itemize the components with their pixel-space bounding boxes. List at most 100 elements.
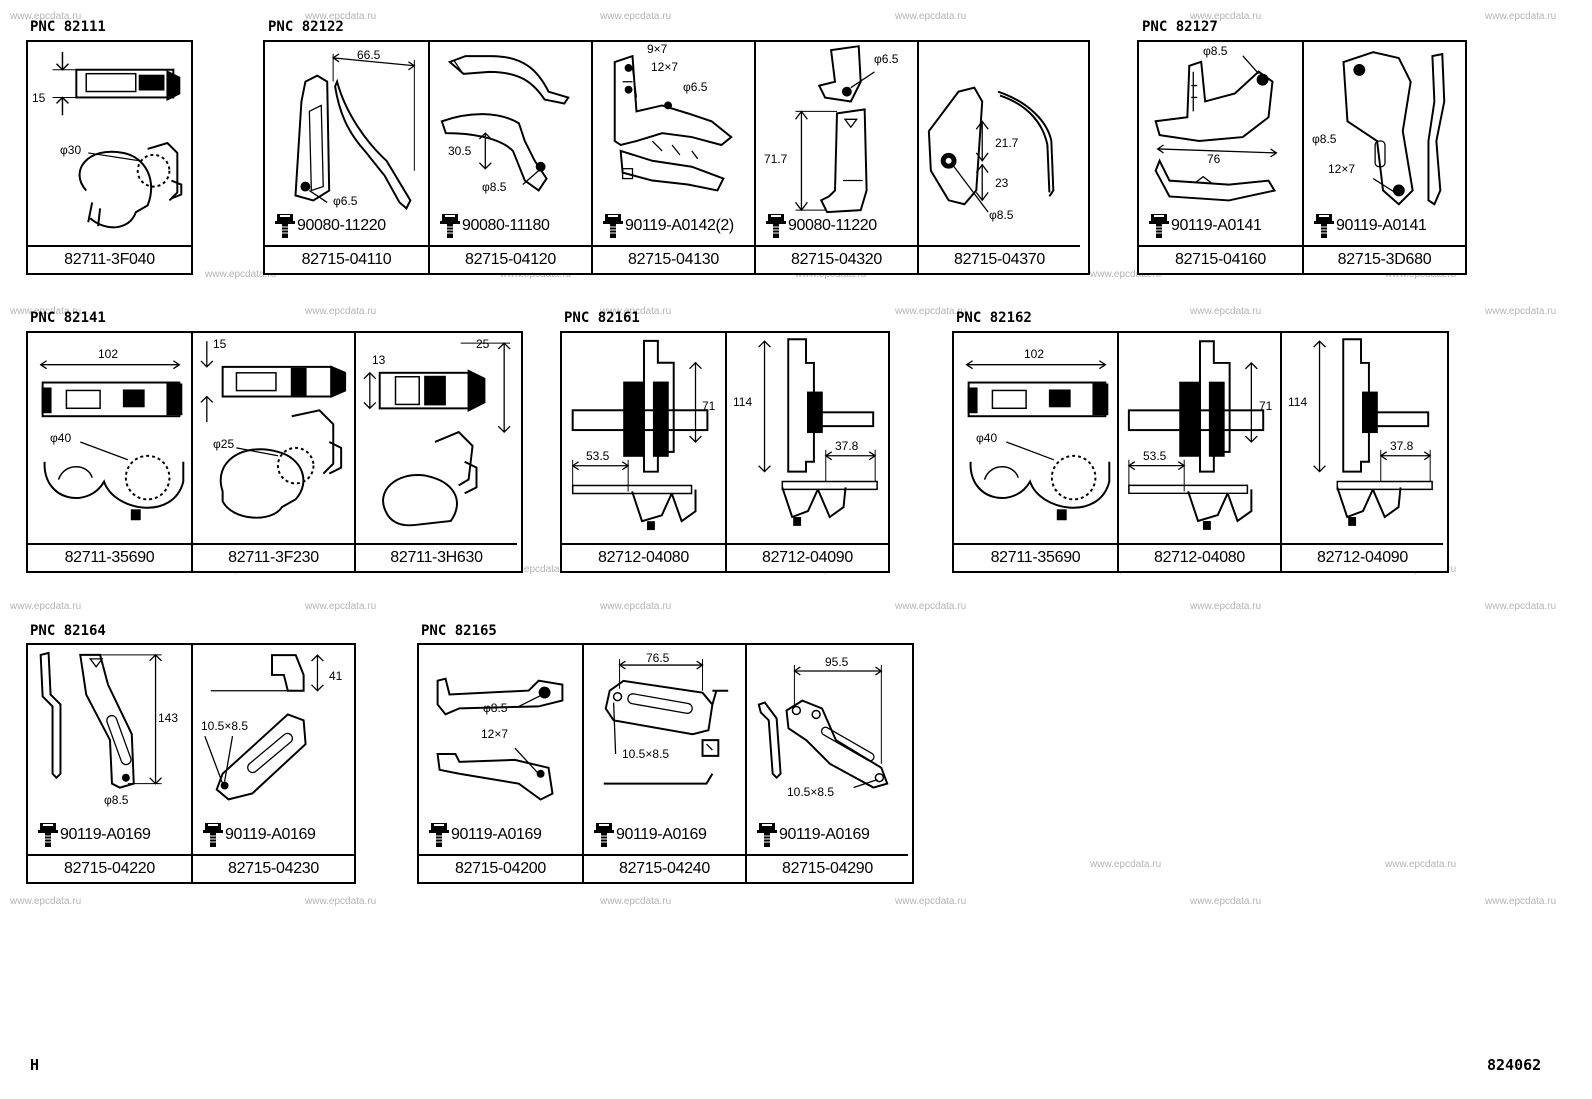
fastener-callout: 90119-A0169 bbox=[429, 822, 542, 848]
part-cell-82711-35690[interactable]: 102 φ40 82711-35690 bbox=[954, 333, 1117, 571]
bracket-outline bbox=[436, 677, 564, 801]
bracket-drawing: φ8.5 12×7 90119-A0169 bbox=[419, 645, 582, 854]
footer-mark: H bbox=[30, 1056, 40, 1074]
dimension-label: 12×7 bbox=[651, 60, 679, 74]
part-cell-82711-3H630[interactable]: 13 25 82711-3H630 bbox=[354, 333, 517, 571]
dimension-label: φ8.5 bbox=[483, 701, 508, 715]
fastener-callout: 90119-A0169 bbox=[594, 822, 707, 848]
dimension-label: 71.7 bbox=[764, 152, 788, 166]
fastener-number: 90080-11220 bbox=[788, 217, 877, 234]
clip-outline bbox=[1127, 340, 1265, 530]
clip-drawing: 114 37.8 bbox=[727, 333, 888, 543]
part-cell-82715-04220[interactable]: 143 φ8.5 90119-A0169 82715-04220 bbox=[28, 645, 191, 882]
clamp-drawing: 13 25 bbox=[356, 333, 517, 543]
clip-drawing: 71 53.5 bbox=[1119, 333, 1280, 543]
part-cell-82715-04110[interactable]: 66.5 φ6.5 90080-11220 82715-04110 bbox=[265, 42, 428, 273]
clamp-drawing: 102 φ40 bbox=[28, 333, 191, 543]
watermark: www.epcdata.ru bbox=[1485, 11, 1557, 22]
dimension-label: φ40 bbox=[50, 431, 72, 445]
bracket-drawing: 21.7 23 φ8.5 bbox=[919, 42, 1080, 245]
dimension-label: φ6.5 bbox=[683, 80, 708, 94]
part-cell-82711-3F230[interactable]: 15 φ25 82711-3F230 bbox=[191, 333, 354, 571]
dimension-label: 10.5×8.5 bbox=[201, 719, 249, 733]
dimension-label: φ8.5 bbox=[1312, 132, 1337, 146]
bolt-icon bbox=[603, 213, 623, 239]
part-cell-82712-04090[interactable]: 114 37.8 82712-04090 bbox=[725, 333, 888, 571]
part-number: 82715-04130 bbox=[593, 245, 754, 273]
watermark: www.epcdata.ru bbox=[1190, 11, 1262, 22]
watermark: www.epcdata.ru bbox=[205, 269, 277, 280]
part-cell-82712-04080[interactable]: 71 53.5 82712-04080 bbox=[1117, 333, 1280, 571]
watermark: www.epcdata.ru bbox=[10, 306, 82, 317]
dimension-label: 15 bbox=[32, 91, 46, 105]
part-cell-82715-04290[interactable]: 95.5 10.5×8.5 90119-A0169 82715-04290 bbox=[745, 645, 908, 882]
part-cell-82715-04370[interactable]: 21.7 23 φ8.5 82715-04370 bbox=[917, 42, 1080, 273]
bracket-outline bbox=[757, 665, 889, 789]
dimension-label: φ30 bbox=[60, 143, 82, 157]
part-cell-82711-35690[interactable]: 102 φ40 82711-35690 bbox=[28, 333, 191, 571]
dimension-label: 37.8 bbox=[835, 439, 859, 453]
part-cell-82711-3F040[interactable]: 15 φ30 82711-3F040 bbox=[28, 42, 191, 273]
dimension-label: 71 bbox=[702, 399, 716, 413]
bolt-icon bbox=[275, 213, 295, 239]
group-82127: φ8.5 76 90119-A0141 82715-04160 φ8.5 12×… bbox=[1137, 40, 1467, 275]
part-number: 82711-3F230 bbox=[193, 543, 354, 571]
bracket-outline bbox=[613, 54, 733, 192]
part-cell-82715-04200[interactable]: φ8.5 12×7 90119-A0169 82715-04200 bbox=[419, 645, 582, 882]
part-cell-82715-3D680[interactable]: φ8.5 12×7 90119-A0141 82715-3D680 bbox=[1302, 42, 1465, 273]
part-cell-82715-04230[interactable]: 41 10.5×8.5 90119-A0169 82715-04230 bbox=[191, 645, 354, 882]
watermark: www.epcdata.ru bbox=[305, 306, 377, 317]
part-cell-82715-04320[interactable]: φ6.5 71.7 90080-11220 82715-04320 bbox=[754, 42, 917, 273]
watermark: www.epcdata.ru bbox=[10, 11, 82, 22]
bolt-icon bbox=[1314, 213, 1334, 239]
bracket-drawing: 76.5 10.5×8.5 90119-A0169 bbox=[584, 645, 745, 854]
watermark: www.epcdata.ru bbox=[895, 601, 967, 612]
part-cell-82712-04090[interactable]: 114 37.8 82712-04090 bbox=[1280, 333, 1443, 571]
watermark: www.epcdata.ru bbox=[10, 601, 82, 612]
dimension-label: φ25 bbox=[213, 437, 235, 451]
fastener-callout: 90080-11180 bbox=[440, 213, 550, 239]
clip-drawing: 114 37.8 bbox=[1282, 333, 1443, 543]
watermark: www.epcdata.ru bbox=[895, 896, 967, 907]
clip-outline bbox=[1313, 338, 1433, 526]
fastener-number: 90119-A0141 bbox=[1171, 217, 1262, 234]
part-cell-82715-04240[interactable]: 76.5 10.5×8.5 90119-A0169 82715-04240 bbox=[582, 645, 745, 882]
part-number: 82711-35690 bbox=[28, 543, 191, 571]
part-cell-82712-04080[interactable]: 71 53.5 82712-04080 bbox=[562, 333, 725, 571]
watermark: www.epcdata.ru bbox=[600, 896, 672, 907]
fastener-number: 90119-A0169 bbox=[451, 826, 542, 843]
part-number: 82715-04120 bbox=[430, 245, 591, 273]
watermark: www.epcdata.ru bbox=[1090, 269, 1162, 280]
bolt-icon bbox=[38, 822, 58, 848]
dimension-label: φ6.5 bbox=[874, 52, 899, 66]
bracket-drawing: φ8.5 76 90119-A0141 bbox=[1139, 42, 1302, 245]
part-cell-82715-04160[interactable]: φ8.5 76 90119-A0141 82715-04160 bbox=[1139, 42, 1302, 273]
dimension-label: 102 bbox=[1024, 347, 1045, 361]
clamp-outline bbox=[200, 341, 347, 519]
bolt-icon bbox=[429, 822, 449, 848]
dimension-label: φ8.5 bbox=[1203, 44, 1228, 58]
part-number: 82715-04200 bbox=[419, 854, 582, 882]
part-cell-82715-04120[interactable]: 30.5 φ8.5 90080-11180 82715-04120 bbox=[428, 42, 591, 273]
dimension-label: 71 bbox=[1259, 399, 1273, 413]
bracket-drawing: 143 φ8.5 90119-A0169 bbox=[28, 645, 191, 854]
fastener-number: 90080-11220 bbox=[297, 217, 386, 234]
part-number: 82711-35690 bbox=[954, 543, 1117, 571]
clamp-outline bbox=[39, 360, 185, 521]
part-cell-82715-04130[interactable]: 9×7 12×7 φ6.5 90119-A0142(2) 82715-04130 bbox=[591, 42, 754, 273]
dimension-label: 12×7 bbox=[481, 727, 509, 741]
part-number: 82712-04080 bbox=[562, 543, 725, 571]
dimension-label: 15 bbox=[213, 337, 227, 351]
fastener-callout: 90119-A0169 bbox=[757, 822, 870, 848]
group-82141: 102 φ40 82711-35690 15 φ25 8271 bbox=[26, 331, 523, 573]
watermark: www.epcdata.ru bbox=[305, 601, 377, 612]
dimension-label: 76.5 bbox=[646, 651, 670, 665]
part-number: 82712-04090 bbox=[727, 543, 888, 571]
bracket-outline bbox=[603, 659, 729, 785]
dimension-label: 102 bbox=[98, 347, 119, 361]
dimension-label: 13 bbox=[372, 353, 386, 367]
fastener-callout: 90080-11220 bbox=[766, 213, 877, 239]
watermark: www.epcdata.ru bbox=[600, 601, 672, 612]
pnc-label-82162: PNC 82162 bbox=[956, 310, 1032, 326]
dimension-label: 37.8 bbox=[1390, 439, 1414, 453]
